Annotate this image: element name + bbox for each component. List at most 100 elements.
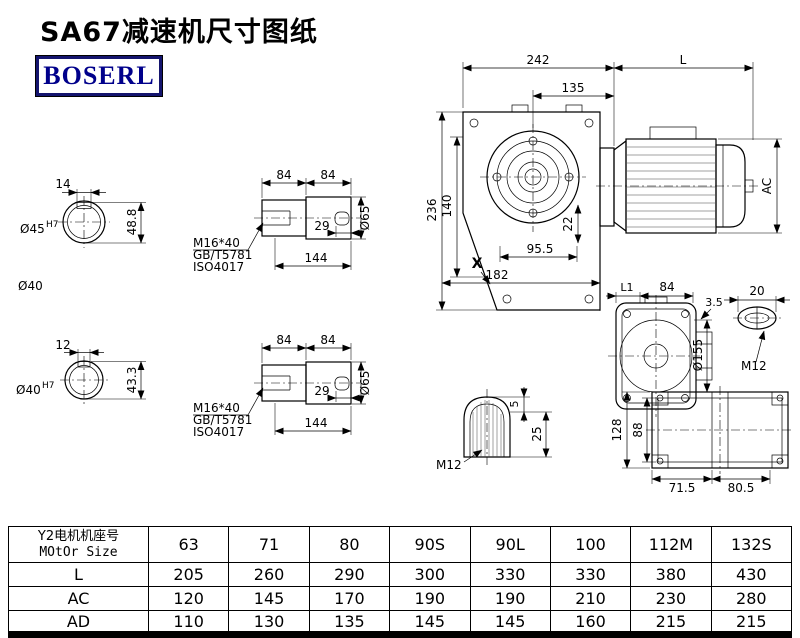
dim-label: 84 [320,333,335,347]
dim-label: 242 [527,53,550,67]
motor-size-table: Y2电机机座号 MOtOr Size 63 71 80 90S 90L 100 … [8,526,793,638]
size-col-header: 80 [308,526,391,563]
standard-note: ISO4017 [193,425,244,439]
bottom-mount-view: 128 88 71.5 80.5 [610,386,794,495]
row-label: AC [8,586,149,611]
standard-note: GB/T5781 [193,413,252,427]
value-cell: 430 [710,562,793,587]
value-cell: 160 [549,610,632,635]
table-header-row: Y2电机机座号 MOtOr Size 63 71 80 90S 90L 100 … [8,526,793,563]
value-cell: 170 [308,586,391,611]
key-end-view: 5 25 M12 [436,387,552,472]
value-cell: 290 [308,562,391,587]
dim-label: 140 [440,195,454,218]
dim-label: 14 [55,177,70,191]
value-cell: 260 [228,562,310,587]
thread-label: M12 [741,359,767,373]
dim-label: 144 [305,251,328,265]
dim-label: Ø40 [16,383,41,397]
thread-label: M12 [436,458,462,472]
logo-text: BOSERL [43,61,155,90]
shaft-view-1: 84 84 29 144 Ø65 M16*40 GB/T5781 ISO4017 [193,168,372,274]
dim-label-sup: H7 [46,220,59,230]
value-cell: 300 [389,562,471,587]
value-cell: 120 [147,586,230,611]
standard-note: GB/T5781 [193,248,252,262]
dim-label: 43.3 [125,367,139,394]
dim-label: 95.5 [527,242,554,256]
dim-label: L1 [620,281,633,294]
technical-drawing: 14 48.8 Ø45 H7 Ø40 12 43.3 Ø40 [16,53,794,495]
dim-label: Ø45 [20,222,45,236]
value-cell: 190 [389,586,471,611]
size-col-header: 90S [389,526,471,563]
dim-label: 12 [55,338,70,352]
hole-view-45: 14 48.8 Ø45 H7 Ø40 [18,177,146,293]
value-cell: 205 [147,562,230,587]
side-view: L1 84 3.5 20 Ø155 M12 [606,280,790,417]
dim-label: 20 [749,284,764,298]
value-cell: 230 [630,586,712,611]
dim-label: L [680,53,687,67]
size-col-header: 132S [710,526,793,563]
dim-label: AC [760,178,774,194]
dim-label: 5 [508,401,521,408]
page-title: SA67减速机尺寸图纸 [40,17,318,48]
dim-label: 135 [562,81,585,95]
row-label: AD [8,610,149,635]
dim-label: 236 [425,199,439,222]
value-cell: 190 [469,586,551,611]
value-cell: 145 [469,610,551,635]
dim-label: 84 [659,280,674,294]
boserl-logo: BOSERL [35,55,163,97]
dim-label: 71.5 [669,481,696,495]
dim-label-sup: H7 [42,381,55,391]
size-col-header: 112M [630,526,712,563]
motor-frame-header: Y2电机机座号 MOtOr Size [8,526,149,563]
value-cell: 380 [630,562,712,587]
table-row-AD: AD 110 130 135 145 145 160 215 215 [8,610,793,635]
value-cell: 135 [308,610,391,635]
value-cell: 330 [549,562,632,587]
table-row-AC: AC 120 145 170 190 190 210 230 280 [8,586,793,611]
hole-view-40: 12 43.3 Ø40 H7 [16,338,146,404]
value-cell: 210 [549,586,632,611]
size-col-header: 100 [549,526,632,563]
dim-label: 80.5 [728,481,755,495]
value-cell: 110 [147,610,230,635]
value-cell: 330 [469,562,551,587]
dim-label: 144 [305,416,328,430]
dim-label: 84 [276,168,291,182]
shaft-view-2: 84 84 29 144 Ø65 M16*40 GB/T5781 ISO4017 [193,333,372,439]
motor-frame-label-en: MOtOr Size [39,545,118,560]
standard-note: ISO4017 [193,260,244,274]
size-col-header: 63 [147,526,230,563]
dim-label: 48.8 [125,209,139,236]
size-col-header: 90L [469,526,551,563]
dim-label: Ø65 [358,371,372,396]
motor-frame-label-cn: Y2电机机座号 [37,529,120,544]
value-cell: 215 [630,610,712,635]
dim-label: 25 [530,426,544,441]
dim-label: 22 [561,216,575,231]
value-cell: 130 [228,610,310,635]
value-cell: 145 [389,610,471,635]
thread-note: M16*40 [193,401,240,415]
dim-label: 3.5 [705,296,723,309]
size-col-header: 71 [228,526,310,563]
value-cell: 215 [710,610,793,635]
dim-label: 128 [610,419,624,442]
dim-label: 84 [320,168,335,182]
motor-fins [627,146,715,228]
main-view: 242 135 L 236 140 AC 22 95.5 [425,53,782,311]
thread-note: M16*40 [193,236,240,250]
dim-label: 88 [631,422,645,437]
table-row-L: L 205 260 290 300 330 330 380 430 [8,562,793,587]
value-cell: 280 [710,586,793,611]
row-label: L [8,562,149,587]
section-label: X [472,256,483,272]
dim-label: 182 [486,268,509,282]
dim-label: Ø155 [691,339,705,371]
dim-label: 29 [314,384,329,398]
